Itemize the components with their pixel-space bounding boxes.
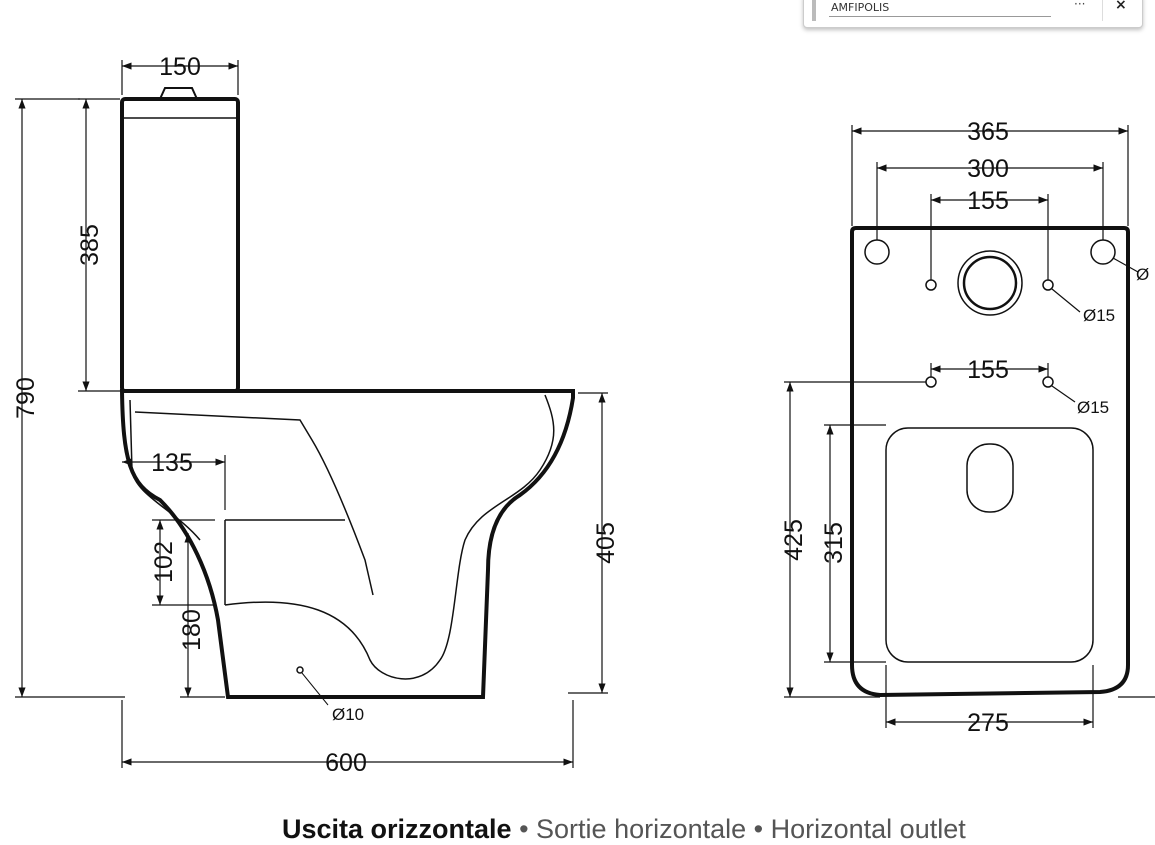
dim-300: 300	[967, 155, 1009, 183]
close-button[interactable]: ×	[1115, 0, 1127, 13]
dim-315: 315	[820, 522, 848, 564]
caption-french: Sortie horizontale	[536, 814, 747, 844]
dim-365: 365	[967, 118, 1009, 146]
top-dimensions: 365 300 155 Ø15 Ø 155 Ø15 425 315 275	[780, 118, 1149, 737]
more-options-button[interactable]: ···	[1074, 0, 1086, 11]
find-bar: ··· ×	[803, 0, 1143, 28]
dim-hole-10: Ø10	[332, 705, 364, 724]
search-input[interactable]	[829, 0, 1051, 17]
dim-600: 600	[325, 749, 367, 777]
side-view	[15, 60, 608, 768]
caption: Uscita orizzontale • Sortie horizontale …	[282, 814, 966, 845]
caption-italian: Uscita orizzontale	[282, 814, 512, 844]
dim-hole-15: Ø15	[1083, 306, 1115, 325]
caption-sep: •	[511, 814, 537, 844]
dim-180: 180	[178, 609, 206, 651]
dim-hole-15-lower: Ø15	[1077, 398, 1109, 417]
dim-hole-large: Ø	[1136, 265, 1149, 284]
divider	[1102, 0, 1103, 21]
dim-155-top: 155	[967, 187, 1009, 215]
dim-155-lower: 155	[967, 356, 1009, 384]
dim-425: 425	[780, 519, 808, 561]
caption-sep: •	[746, 814, 771, 844]
dim-385: 385	[76, 224, 104, 266]
dim-135: 135	[151, 449, 193, 477]
dim-150: 150	[159, 53, 201, 81]
dim-790: 790	[12, 377, 40, 419]
dim-102: 102	[150, 541, 178, 583]
caption-english: Horizontal outlet	[770, 814, 966, 844]
find-bar-handle[interactable]	[812, 0, 816, 21]
side-dimensions: 150 385 790 135 102 180 405 600 Ø10	[12, 53, 620, 777]
dim-405: 405	[592, 522, 620, 564]
top-view	[784, 125, 1155, 728]
dim-275: 275	[967, 709, 1009, 737]
